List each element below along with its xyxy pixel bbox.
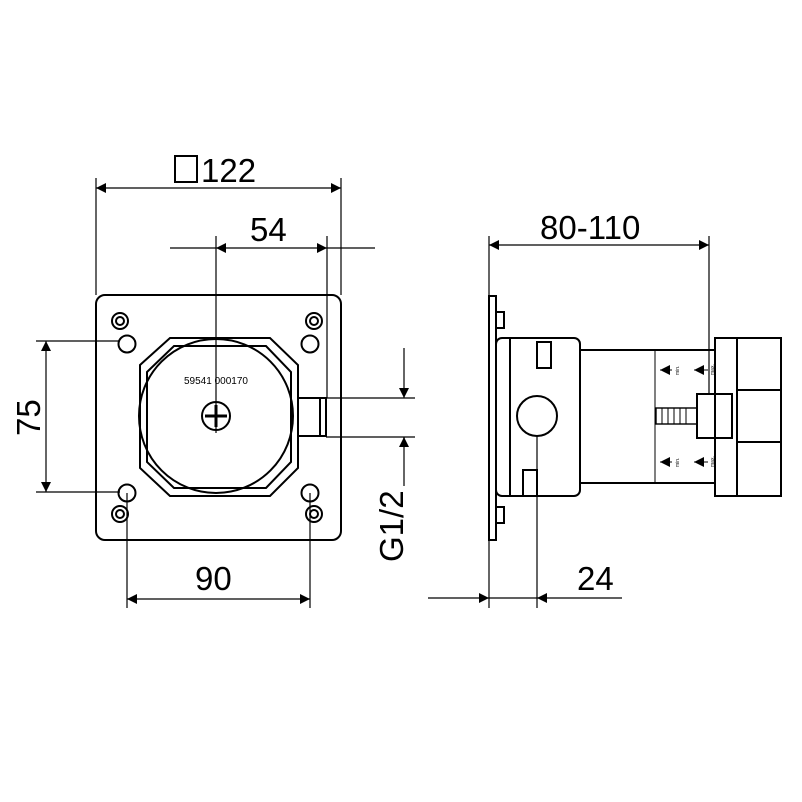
- mounting-holes-inner: [117, 334, 320, 503]
- side-view: [488, 295, 782, 541]
- scale-label-3: min.: [675, 458, 681, 467]
- mounting-holes-outer: [111, 312, 323, 523]
- dim-g12-label: G1/2: [373, 490, 410, 562]
- scale-label-1: min.: [675, 366, 681, 375]
- dimension-80-110: [488, 236, 710, 394]
- front-view: [95, 294, 342, 541]
- outlet-nozzle: [297, 397, 327, 437]
- side-cap-flange: [714, 337, 738, 497]
- valve-housing: [139, 337, 299, 497]
- depth-scale-markings: [660, 365, 708, 467]
- dim-122-label: 122: [201, 152, 256, 189]
- dimension-122: [95, 155, 342, 295]
- side-wall-plate: [488, 295, 497, 541]
- mounting-plate: [95, 294, 342, 541]
- dim-90-label: 90: [195, 560, 232, 597]
- scale-label-2: max.: [710, 364, 716, 375]
- valve-housing-inner: [146, 345, 292, 489]
- dimension-g12: [326, 348, 415, 486]
- dimension-54: [170, 236, 375, 398]
- dim-24-label: 24: [577, 560, 614, 597]
- side-outlet-hole: [516, 395, 558, 437]
- dim-75-label: 75: [10, 399, 47, 436]
- dimension-75: [36, 340, 120, 493]
- dim-80-110-label: 80-110: [540, 209, 640, 246]
- dimension-90: [126, 493, 311, 608]
- dim-54-label: 54: [250, 211, 287, 248]
- dimension-24: [428, 436, 622, 608]
- scale-label-4: max.: [710, 456, 716, 467]
